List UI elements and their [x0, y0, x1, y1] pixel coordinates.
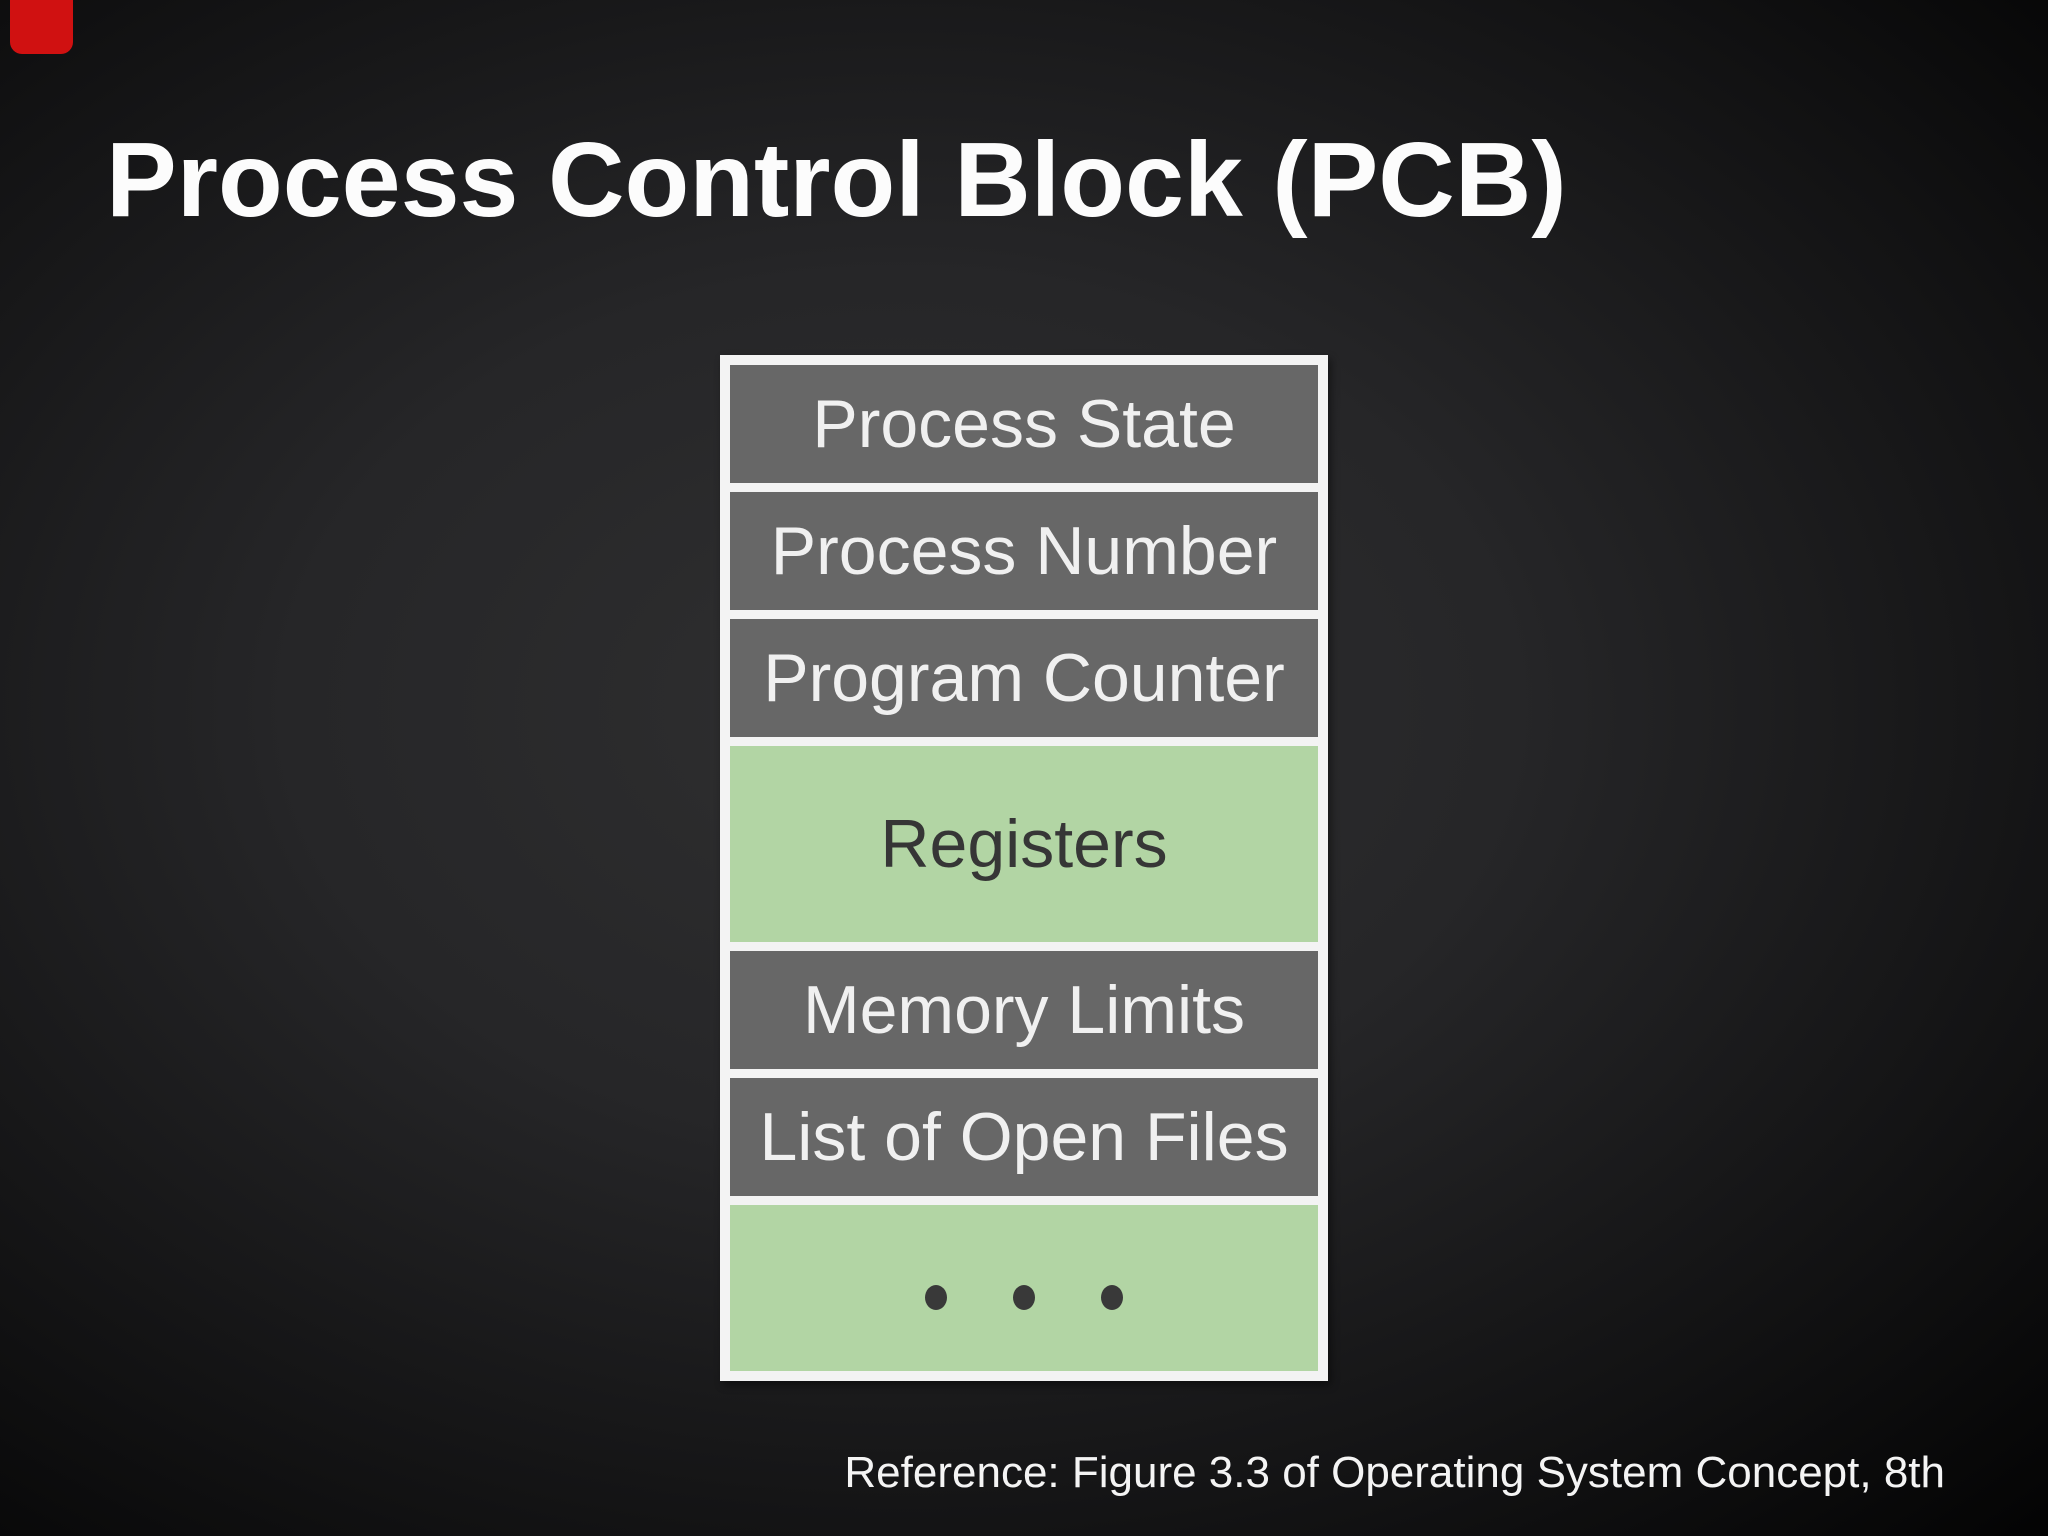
pcb-row-open-files: List of Open Files [730, 1078, 1318, 1196]
reference-text: Reference: Figure 3.3 of Operating Syste… [844, 1448, 1945, 1497]
pcb-row-memory-limits: Memory Limits [730, 951, 1318, 1069]
pcb-row-label: Process State [812, 386, 1236, 462]
pcb-row-process-number: Process Number [730, 492, 1318, 610]
pcb-row-label: Registers [880, 806, 1168, 882]
page-title: Process Control Block (PCB) [106, 121, 1567, 239]
pcb-diagram: Process State Process Number Program Cou… [720, 355, 1328, 1381]
red-corner-accent [10, 0, 73, 54]
ellipsis-dot-icon [1013, 1284, 1035, 1310]
pcb-row-ellipsis [730, 1205, 1318, 1371]
pcb-row-label: Program Counter [763, 640, 1285, 716]
pcb-row-label: Memory Limits [802, 972, 1246, 1048]
pcb-row-label: List of Open Files [759, 1099, 1289, 1175]
pcb-row-process-state: Process State [730, 365, 1318, 483]
ellipsis-dot-icon [1101, 1284, 1123, 1310]
ellipsis-dot-icon [925, 1284, 947, 1310]
pcb-row-label: Process Number [770, 513, 1278, 589]
pcb-row-program-counter: Program Counter [730, 619, 1318, 737]
pcb-row-registers: Registers [730, 746, 1318, 942]
